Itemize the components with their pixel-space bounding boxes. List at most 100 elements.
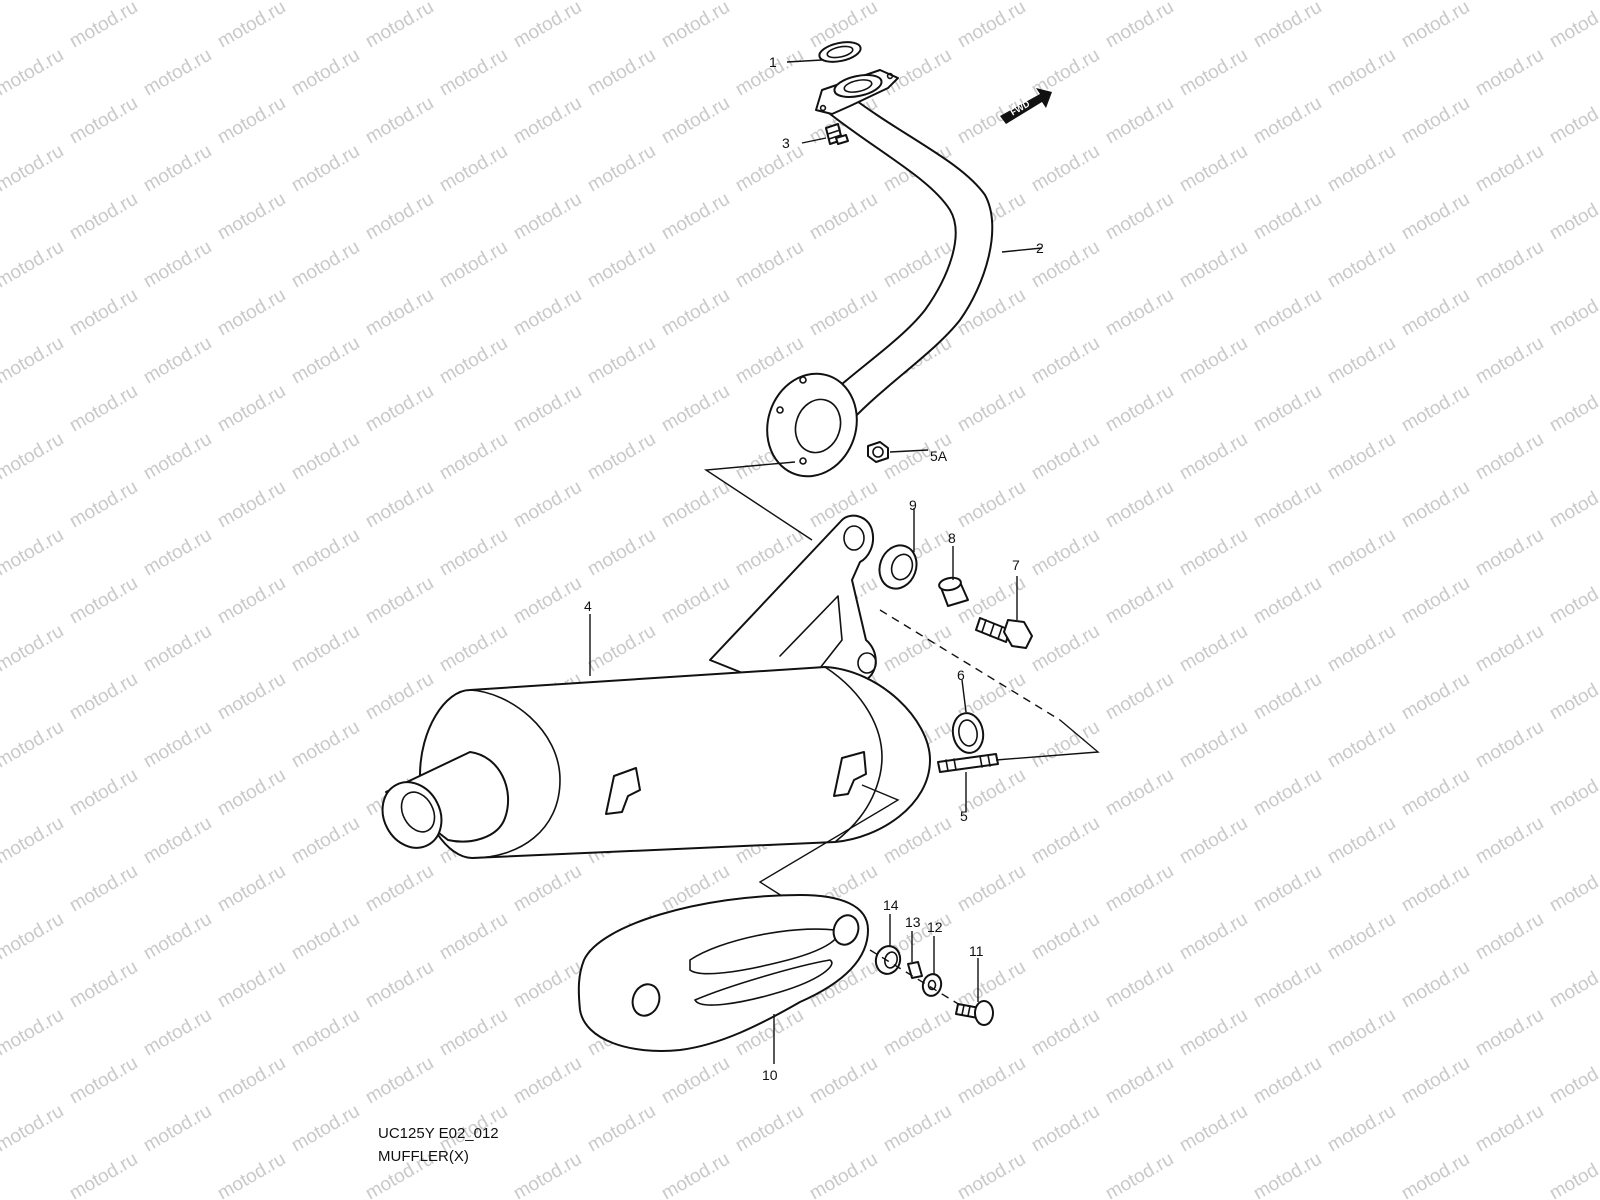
watermark-text: motod.ru (510, 573, 585, 629)
watermark-text: motod.ru (214, 189, 289, 245)
watermark-text: motod.ru (1472, 717, 1547, 773)
watermark-text: motod.ru (1028, 1101, 1103, 1157)
watermark-text: motod.ru (954, 861, 1029, 917)
watermark-text: motod.ru (1546, 285, 1600, 341)
watermark-text: motod.ru (658, 189, 733, 245)
watermark-text: motod.ru (658, 477, 733, 533)
watermark-text: motod.ru (288, 717, 363, 773)
watermark-text: motod.ru (1398, 477, 1473, 533)
watermark-text: motod.ru (880, 1101, 955, 1157)
callout-5a: 5A (930, 448, 948, 464)
watermark-text: motod.ru (1398, 381, 1473, 437)
watermark-text: motod.ru (1102, 0, 1177, 52)
watermark-text: motod.ru (362, 285, 437, 341)
watermark-text: motod.ru (0, 1005, 67, 1061)
section-title: MUFFLER(X) (378, 1148, 469, 1165)
watermark-text: motod.ru (1324, 333, 1399, 389)
callout-13: 13 (905, 914, 921, 930)
watermark-text: motod.ru (0, 717, 67, 773)
watermark-text: motod.ru (1398, 285, 1473, 341)
watermark-text: motod.ru (362, 861, 437, 917)
watermark-text: motod.ru (954, 93, 1029, 149)
watermark-text: motod.ru (436, 621, 511, 677)
watermark-text: motod.ru (140, 0, 215, 4)
watermark-text: motod.ru (954, 1053, 1029, 1109)
watermark-text: motod.ru (806, 1149, 881, 1200)
watermark-text: motod.ru (436, 141, 511, 197)
watermark-text: motod.ru (1250, 477, 1325, 533)
watermark-text: motod.ru (0, 333, 67, 389)
part-bolt (975, 617, 1033, 649)
watermark-text: motod.ru (0, 429, 67, 485)
watermark-text: motod.ru (288, 909, 363, 965)
watermark-text: motod.ru (1546, 1053, 1600, 1109)
watermark-text: motod.ru (1028, 429, 1103, 485)
watermark-text: motod.ru (140, 45, 215, 101)
watermark-text: motod.ru (140, 237, 215, 293)
callout-3: 3 (782, 135, 790, 151)
watermark-text: motod.ru (436, 333, 511, 389)
watermark-text: motod.ru (1546, 765, 1600, 821)
callout-labels: 1 2 3 4 5A 9 8 7 6 5 10 14 13 12 11 (584, 54, 1044, 1083)
watermark-text: motod.ru (954, 957, 1029, 1013)
part-stud (937, 753, 999, 773)
watermark-text: motod.ru (66, 1149, 141, 1200)
watermark-text: motod.ru (1324, 429, 1399, 485)
watermark-text: motod.ru (584, 1101, 659, 1157)
watermark-text: motod.ru (584, 141, 659, 197)
watermark-text: motod.ru (954, 1149, 1029, 1200)
watermark-text: motod.ru (1028, 909, 1103, 965)
watermark-text: motod.ru (1250, 573, 1325, 629)
watermark-text: motod.ru (1250, 93, 1325, 149)
watermark-text: motod.ru (658, 1053, 733, 1109)
watermark-text: motod.ru (1176, 141, 1251, 197)
watermark-text: motod.ru (140, 429, 215, 485)
watermark-text: motod.ru (362, 477, 437, 533)
watermark-text: motod.ru (1546, 573, 1600, 629)
watermark-text: motod.ru (1028, 1005, 1103, 1061)
watermark-text: motod.ru (1398, 957, 1473, 1013)
part-cushion (878, 544, 918, 590)
watermark-text: motod.ru (436, 909, 511, 965)
watermark-text: motod.ru (214, 285, 289, 341)
callout-12: 12 (927, 919, 943, 935)
watermark-text: motod.ru (1546, 477, 1600, 533)
watermark-text: motod.ru (288, 1005, 363, 1061)
watermark-text: motod.ru (436, 45, 511, 101)
watermark-text: motod.ru (0, 237, 67, 293)
watermark-text: motod.ru (1176, 333, 1251, 389)
watermark-text: motod.ru (880, 0, 955, 4)
callout-14: 14 (883, 897, 899, 913)
watermark-text: motod.ru (66, 0, 141, 52)
watermark-text: motod.ru (1324, 525, 1399, 581)
watermark-text: motod.ru (1102, 669, 1177, 725)
watermark-text: motod.ru (1324, 717, 1399, 773)
watermark-text: motod.ru (362, 93, 437, 149)
watermark-text: motod.ru (66, 861, 141, 917)
watermark-text: motod.ru (1546, 381, 1600, 437)
watermark-text: motod.ru (1176, 813, 1251, 869)
watermark-text: motod.ru (140, 1005, 215, 1061)
watermark-text: motod.ru (732, 1101, 807, 1157)
watermark-text: motod.ru (658, 93, 733, 149)
watermark-text: motod.ru (1398, 573, 1473, 629)
watermark-text: motod.ru (288, 141, 363, 197)
part-heat-protector (577, 894, 869, 1052)
watermark-text: motod.ru (214, 957, 289, 1013)
watermark-text: motod.ru (954, 381, 1029, 437)
watermark-text: motod.ru (436, 429, 511, 485)
watermark-text: motod.ru (214, 765, 289, 821)
watermark-text: motod.ru (658, 0, 733, 52)
watermark-text: motod.ru (288, 429, 363, 485)
watermark-text: motod.ru (1472, 525, 1547, 581)
part-muffler (381, 514, 931, 859)
watermark-text: motod.ru (1324, 909, 1399, 965)
watermark-text: motod.ru (0, 525, 67, 581)
watermark-text: motod.ru (214, 573, 289, 629)
part-collar (874, 945, 902, 975)
watermark-text: motod.ru (362, 189, 437, 245)
watermark-text: motod.ru (584, 237, 659, 293)
watermark-text: motod.ru (362, 1053, 437, 1109)
watermark-text: motod.ru (1028, 621, 1103, 677)
watermark-text: motod.ru (436, 1005, 511, 1061)
